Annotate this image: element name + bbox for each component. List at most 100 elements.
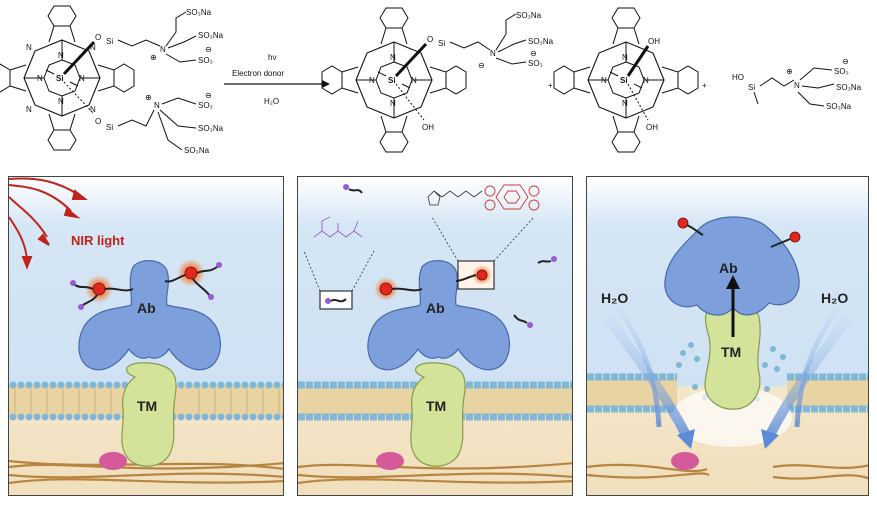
conformational-change-arrow xyxy=(726,275,740,337)
charge-plus: ⊕ xyxy=(786,67,793,76)
released-ligand xyxy=(537,256,557,264)
transmembrane-protein-label: TM xyxy=(137,398,157,414)
sulfonate-label: SO₃Na xyxy=(198,31,224,40)
atom-label-si: Si xyxy=(620,76,628,85)
antibody-label: Ab xyxy=(426,300,445,316)
hydroxyl-label: OH xyxy=(648,37,660,46)
transmembrane-protein xyxy=(121,362,177,467)
atom-label-si: Si xyxy=(388,76,396,85)
photoabsorber-right xyxy=(164,259,222,300)
hydroxyl-label: OH xyxy=(646,123,658,132)
atom-label-n: N xyxy=(26,105,32,114)
antibody xyxy=(78,260,222,371)
molecule-product-mono: Si N N N N O OH xyxy=(321,7,467,153)
axial-ligand-upper: Si N ⊕ SO₃Na SO₃Na SO₃ ⊖ xyxy=(106,8,224,65)
photoabsorber-right xyxy=(770,231,801,248)
molecule-product-dihydroxy: Si N N N N OH OH xyxy=(553,7,699,153)
sulfonate-label: SO₃Na xyxy=(186,8,212,17)
pc-structure-thumbnail xyxy=(484,184,540,211)
reaction-light-label: hν xyxy=(268,53,276,62)
sulfonate-label: SO₃Na xyxy=(516,11,542,20)
atom-label-n: N xyxy=(37,74,43,83)
transmembrane-protein-label: TM xyxy=(426,398,446,414)
sulfonate-label: SO₃ xyxy=(198,101,213,110)
sulfonate-label: SO₃ xyxy=(528,59,543,68)
photoabsorber-left xyxy=(677,217,704,236)
nir-light-label: NIR light xyxy=(71,233,125,248)
atom-label-si: Si xyxy=(748,83,755,92)
atom-label-n: N xyxy=(369,76,375,85)
antibody-label: Ab xyxy=(719,260,738,276)
plus-sign: + xyxy=(702,81,707,90)
water-label-left: H₂O xyxy=(601,290,628,306)
transmembrane-protein xyxy=(704,301,761,410)
atom-label-n: N xyxy=(90,105,96,114)
charge-plus: ⊕ xyxy=(150,53,157,62)
panel-membrane-damage: H₂O H₂O TM Ab xyxy=(586,176,869,496)
ligand-structure-thumbnail xyxy=(313,216,363,238)
molecule-starting-material: Si N N N N N N N N O O xyxy=(0,5,135,151)
charge-plus: ⊕ xyxy=(145,93,152,102)
antibody-label: Ab xyxy=(137,300,156,316)
atom-label-n: N xyxy=(390,99,396,108)
transmembrane-protein xyxy=(410,362,466,467)
atom-label-si: Si xyxy=(56,74,64,83)
atom-label-o: O xyxy=(427,35,433,44)
panel-ligand-release: TM Ab xyxy=(297,176,573,496)
charge-minus: ⊖ xyxy=(205,91,212,100)
atom-label-o: O xyxy=(95,33,101,42)
dye-structure-thumbnail xyxy=(427,190,483,206)
atom-label-n: N xyxy=(390,53,396,62)
reaction-donor-label: Electron donor xyxy=(232,69,284,78)
molecule-released-ligand: HO Si N ⊕ SO₃ ⊖ SO₃Na SO₃Na xyxy=(732,57,862,111)
zoom-callout-right xyxy=(431,216,535,262)
photoabsorber-left xyxy=(70,275,134,310)
sulfonate-label: SO₃Na xyxy=(826,102,852,111)
reaction-solvent-label: H₂O xyxy=(264,97,279,106)
atom-label-n: N xyxy=(643,76,649,85)
sulfonate-label: SO₃Na xyxy=(198,124,224,133)
hydroxyl-label: OH xyxy=(422,123,434,132)
axial-ligand-lower: Si N ⊕ SO₃ ⊖ SO₃Na SO₃Na xyxy=(106,91,224,155)
atom-label-si: Si xyxy=(106,37,113,46)
released-ligand xyxy=(343,184,363,194)
cytoskeleton-fibers xyxy=(587,463,868,480)
axial-ligand-product: Si N ⊖ SO₃Na SO₃Na SO₃ ⊖ xyxy=(438,11,554,70)
water-influx-arrows xyxy=(602,305,854,449)
reaction-scheme: Si N N N N N N N N O O Si N ⊕ SO₃Na SO₃N… xyxy=(0,5,862,155)
atom-label-n: N xyxy=(58,51,64,60)
anchor-protein xyxy=(99,452,127,470)
antibody xyxy=(367,260,511,371)
atom-label-n: N xyxy=(160,45,166,54)
charge-minus: ⊖ xyxy=(478,61,485,70)
sulfonate-label: SO₃ xyxy=(198,56,213,65)
hydroxyl-label: HO xyxy=(732,73,744,82)
atom-label-n: N xyxy=(622,99,628,108)
atom-label-n: N xyxy=(622,53,628,62)
antibody xyxy=(664,216,800,316)
anchor-protein xyxy=(671,452,699,470)
sulfonate-label: SO₃ xyxy=(834,67,849,76)
plus-sign: + xyxy=(548,81,553,90)
atom-label-n: N xyxy=(26,43,32,52)
zoom-callout-left xyxy=(303,250,375,292)
sulfonate-label: SO₃Na xyxy=(528,37,554,46)
charge-minus: ⊖ xyxy=(530,49,537,58)
reaction-arrow: hν Electron donor H₂O xyxy=(224,53,330,106)
transmembrane-protein-label: TM xyxy=(721,344,741,360)
cytoskeleton-fibers xyxy=(298,462,572,485)
sulfonate-label: SO₃Na xyxy=(836,83,862,92)
atom-label-n: N xyxy=(601,76,607,85)
atom-label-si: Si xyxy=(106,123,113,132)
sulfonate-label: SO₃Na xyxy=(184,146,210,155)
panel-nir-irradiation: NIR light TM Ab xyxy=(8,176,284,496)
atom-label-n: N xyxy=(58,97,64,106)
atom-label-n: N xyxy=(490,49,496,58)
released-ligand xyxy=(513,314,533,328)
anchor-protein xyxy=(376,452,404,470)
atom-label-o: O xyxy=(95,117,101,126)
atom-label-n: N xyxy=(794,81,800,90)
photoabsorber-left xyxy=(374,277,423,301)
atom-label-n: N xyxy=(411,76,417,85)
nir-light-rays xyxy=(9,177,88,270)
